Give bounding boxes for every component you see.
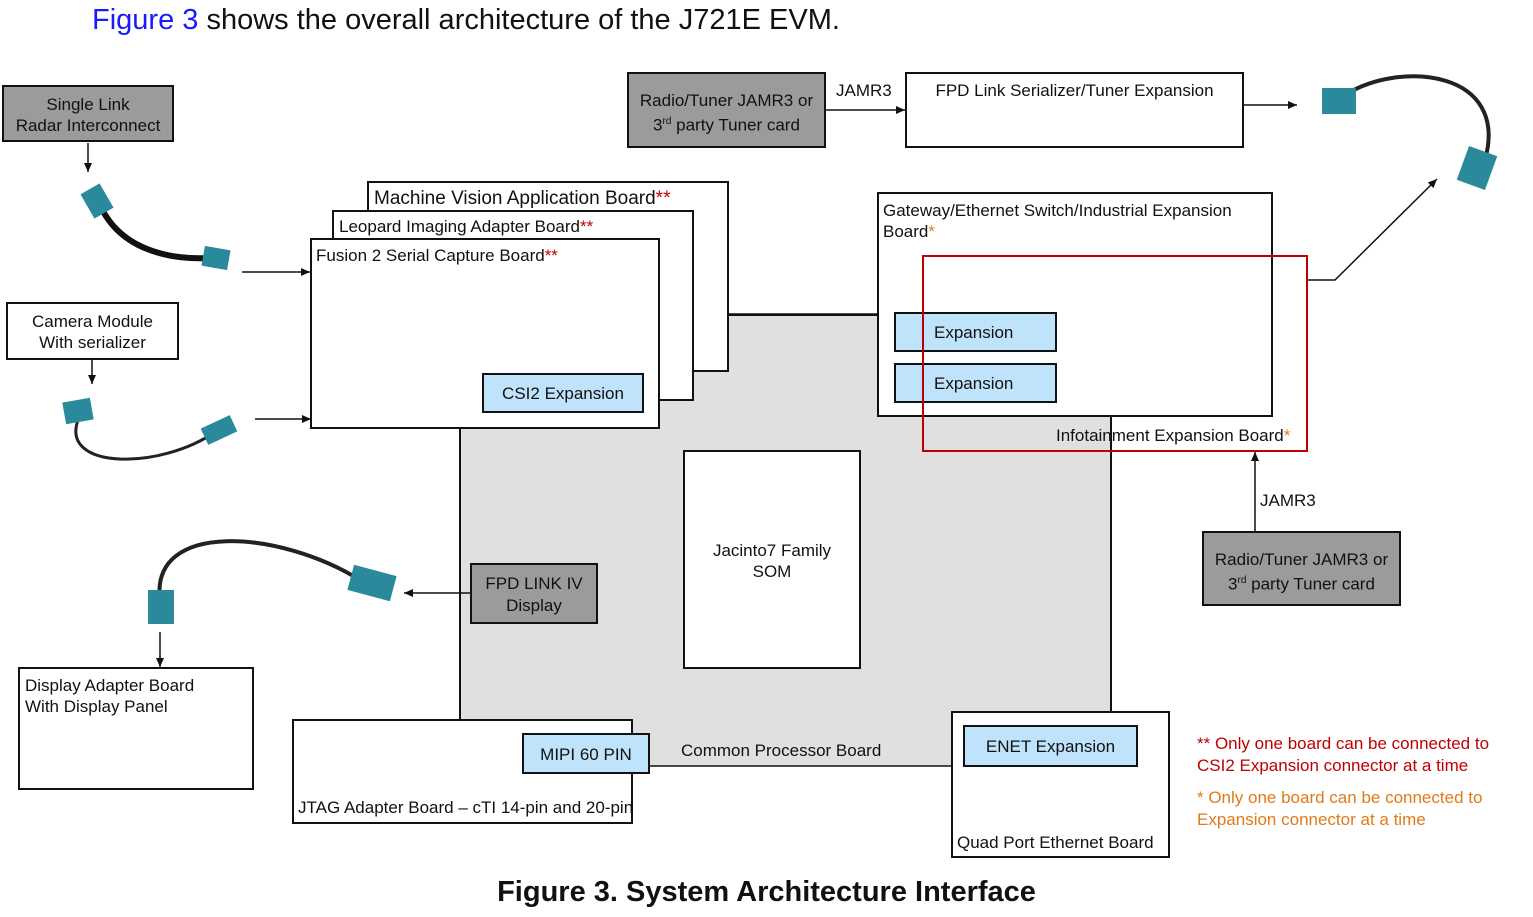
note-red-line2: CSI2 Expansion connector at a time <box>1197 756 1469 775</box>
mipi-label: MIPI 60 PIN <box>540 745 632 764</box>
leopard-label: Leopard Imaging Adapter Board** <box>339 217 594 236</box>
mipi-box: MIPI 60 PIN <box>522 733 650 774</box>
jacinto-som-box: Jacinto7 Family SOM <box>683 450 861 669</box>
radar-cable-icon <box>80 183 231 271</box>
radar-line1: Single Link <box>46 95 130 114</box>
fpd-display-line1: FPD LINK IV <box>485 574 583 593</box>
figure-link[interactable]: Figure 3 <box>92 4 199 36</box>
camera-cable-icon <box>62 397 238 461</box>
radio-right-line1: Radio/Tuner JAMR3 or <box>1214 550 1389 569</box>
note-red: ** Only one board can be connected to CS… <box>1197 733 1489 777</box>
fpd-serializer-box: FPD Link Serializer/Tuner Expansion <box>905 72 1244 148</box>
display-cable-icon <box>148 539 397 624</box>
jamr3-right-label: JAMR3 <box>1260 491 1316 510</box>
camera-line1: Camera Module <box>32 312 153 331</box>
radio-tuner-top-box: Radio/Tuner JAMR3 or 3rd party Tuner car… <box>627 72 826 148</box>
radio-top-line2: 3rd party Tuner card <box>653 115 800 135</box>
note-orange-line2: Expansion connector at a time <box>1197 810 1426 829</box>
fpd-link-display-box: FPD LINK IV Display <box>470 563 598 624</box>
enet-label: ENET Expansion <box>985 737 1116 756</box>
camera-module-box: Camera Module With serializer <box>6 302 179 360</box>
gateway-board: Gateway/Ethernet Switch/Industrial Expan… <box>877 192 1273 417</box>
expansion-2-label: Expansion <box>934 374 1014 393</box>
jamr3-top-label: JAMR3 <box>836 81 892 100</box>
infotainment-label: Infotainment Expansion Board* <box>1056 426 1291 445</box>
csi2-expansion-box: CSI2 Expansion <box>482 373 644 413</box>
fpd-serializer-label: FPD Link Serializer/Tuner Expansion <box>935 81 1214 100</box>
display-adapter-box: Display Adapter Board With Display Panel <box>18 667 254 790</box>
enet-expansion-box: ENET Expansion <box>963 725 1138 767</box>
som-line2: SOM <box>752 562 792 581</box>
som-line1: Jacinto7 Family <box>712 541 832 560</box>
gateway-line1: Gateway/Ethernet Switch/Industrial Expan… <box>883 201 1232 220</box>
note-orange: * Only one board can be connected to Exp… <box>1197 787 1482 831</box>
display-adapter-line2: With Display Panel <box>25 697 168 716</box>
display-adapter-line1: Display Adapter Board <box>25 676 195 695</box>
intro-sentence: Figure 3 shows the overall architecture … <box>92 4 840 37</box>
radar-line2: Radar Interconnect <box>15 116 161 135</box>
infotainment-to-cable-arrow <box>1307 178 1438 281</box>
quad-port-ethernet-box: ENET Expansion Quad Port Ethernet Board <box>951 711 1170 858</box>
common-processor-label: Common Processor Board <box>681 741 882 760</box>
fpd-display-line2: Display <box>506 596 562 615</box>
fusion-capture-board: Fusion 2 Serial Capture Board** CSI2 Exp… <box>310 238 660 429</box>
gateway-line2: Board* <box>883 222 935 241</box>
csi2-label: CSI2 Expansion <box>502 384 624 403</box>
tuner-cable-icon <box>1322 74 1498 191</box>
quad-port-label: Quad Port Ethernet Board <box>957 833 1154 852</box>
jtag-label: JTAG Adapter Board – cTI 14-pin and 20-p… <box>298 798 634 817</box>
jtag-adapter-box: MIPI 60 PIN JTAG Adapter Board – cTI 14-… <box>292 719 650 824</box>
note-orange-line1: * Only one board can be connected to <box>1197 788 1483 807</box>
note-red-line1: ** Only one board can be connected to <box>1197 734 1490 753</box>
radio-tuner-right-box: Radio/Tuner JAMR3 or 3rd party Tuner car… <box>1202 531 1401 606</box>
radar-interconnect-box: Single Link Radar Interconnect <box>2 85 174 142</box>
radio-right-line2: 3rd party Tuner card <box>1228 574 1375 594</box>
fusion-label: Fusion 2 Serial Capture Board** <box>316 246 558 265</box>
intro-text: shows the overall architecture of the J7… <box>198 4 840 36</box>
machine-vision-label: Machine Vision Application Board** <box>374 188 671 209</box>
radio-top-line1: Radio/Tuner JAMR3 or <box>639 91 814 110</box>
figure-caption: Figure 3. System Architecture Interface <box>497 876 1036 908</box>
camera-line2: With serializer <box>39 333 146 352</box>
expansion-1-label: Expansion <box>934 323 1014 342</box>
infotainment-board: Infotainment Expansion Board* <box>922 255 1308 452</box>
expansion-2-box: Expansion <box>894 363 1057 403</box>
expansion-1-box: Expansion <box>894 312 1057 352</box>
